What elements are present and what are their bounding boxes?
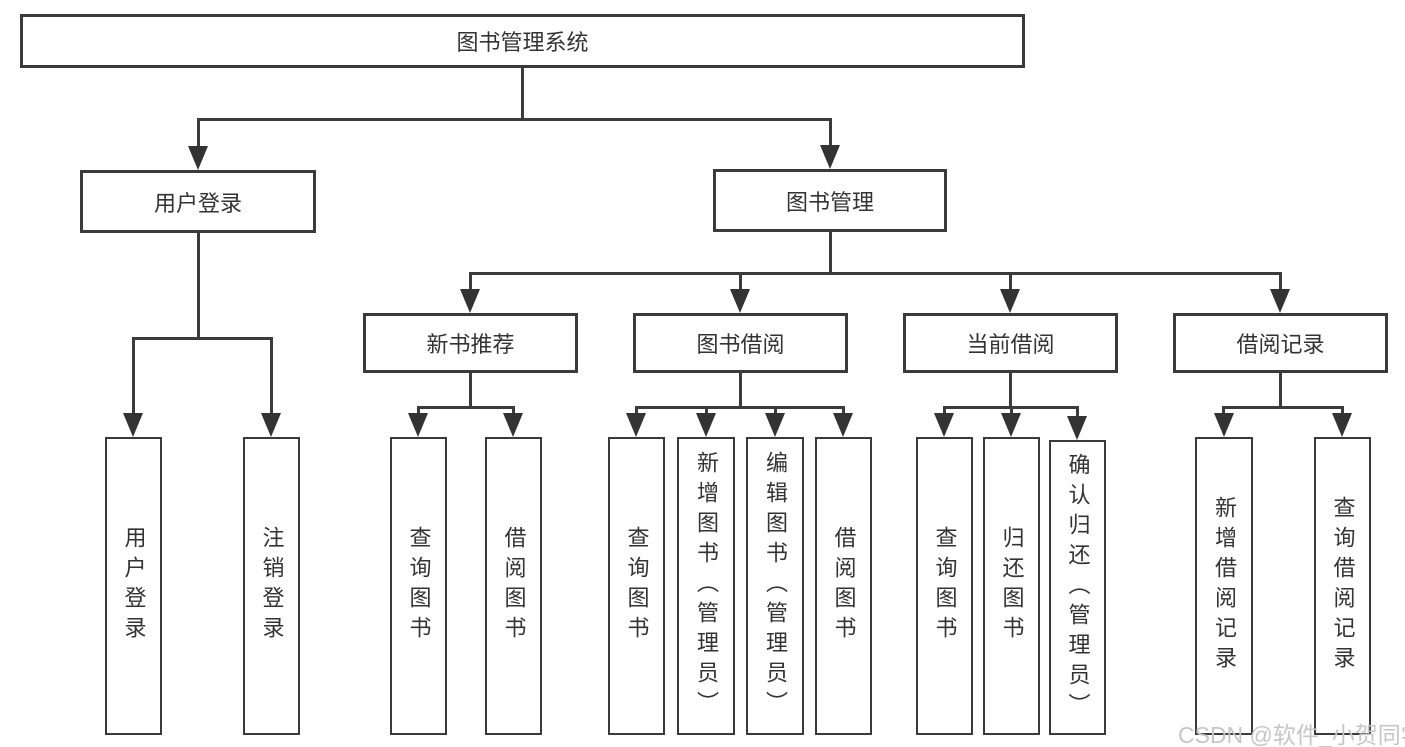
connector-line (197, 118, 832, 121)
leaf-currentborrow-return-label: 归还图书 (999, 526, 1025, 646)
connector-line (469, 272, 472, 289)
connector-line (197, 118, 200, 146)
leaf-records-query-label: 查询借阅记录 (1330, 496, 1356, 676)
leaf-currentborrow-query-label: 查询图书 (932, 526, 958, 646)
leaf-logout-label: 注销登录 (259, 526, 285, 646)
connector-line (829, 232, 832, 272)
connector-line (739, 272, 742, 289)
node-borrow-records-label: 借阅记录 (1236, 332, 1325, 357)
csdn-watermark: CSDN @软件_小贺同学 (1178, 722, 1405, 747)
node-root: 图书管理系统 (20, 14, 1025, 68)
node-book-mgmt-label: 图书管理 (785, 189, 874, 215)
connector-line (774, 406, 777, 413)
node-book-mgmt: 图书管理 (713, 169, 947, 232)
leaf-records-add: 新增借阅记录 (1195, 437, 1253, 735)
connector-line (197, 233, 200, 337)
leaf-newbooks-query: 查询图书 (390, 437, 447, 735)
leaf-bookborrow-query-label: 查询图书 (624, 526, 650, 646)
connector-line (635, 406, 638, 413)
arrow-down-icon (1067, 416, 1087, 440)
arrow-down-icon (730, 289, 750, 313)
arrow-down-icon (833, 413, 853, 437)
node-root-label: 图书管理系统 (456, 30, 589, 55)
connector-line (635, 406, 845, 409)
leaf-user-login: 用户登录 (105, 437, 162, 735)
connector-line (739, 373, 742, 406)
arrow-down-icon (696, 413, 716, 437)
arrow-down-icon (626, 413, 646, 437)
arrow-down-icon (1001, 413, 1021, 437)
arrow-down-icon (460, 289, 480, 313)
arrow-down-icon (1332, 413, 1352, 437)
node-borrow-records: 借阅记录 (1173, 313, 1388, 373)
leaf-currentborrow-confirm: 确认归还（管理员） (1049, 440, 1106, 735)
leaf-records-add-label: 新增借阅记录 (1212, 496, 1237, 676)
connector-line (1222, 406, 1225, 413)
arrow-down-icon (261, 413, 281, 437)
arrow-down-icon (1214, 413, 1234, 437)
arrow-down-icon (408, 413, 428, 437)
node-current-borrow-label: 当前借阅 (966, 332, 1055, 357)
leaf-user-login-label: 用户登录 (121, 526, 147, 646)
arrow-down-icon (503, 413, 523, 437)
connector-line (1009, 373, 1012, 406)
connector-line (842, 406, 845, 413)
leaf-currentborrow-query: 查询图书 (916, 437, 973, 735)
connector-line (417, 406, 420, 413)
arrow-down-icon (123, 413, 143, 437)
node-current-borrow: 当前借阅 (903, 313, 1118, 373)
connector-line (829, 118, 832, 146)
connector-line (1341, 406, 1344, 413)
connector-line (1279, 373, 1282, 406)
leaf-bookborrow-query: 查询图书 (608, 437, 665, 735)
arrow-down-icon (820, 145, 840, 169)
arrow-down-icon (188, 146, 208, 170)
connector-line (1076, 406, 1079, 416)
connector-line (270, 337, 273, 413)
arrow-down-icon (765, 413, 785, 437)
leaf-newbooks-query-label: 查询图书 (406, 526, 432, 646)
node-user-login: 用户登录 (80, 170, 316, 233)
leaf-bookborrow-borrow-label: 借阅图书 (831, 526, 857, 646)
leaf-bookborrow-borrow: 借阅图书 (815, 437, 872, 735)
connector-line (521, 68, 524, 118)
node-user-login-label: 用户登录 (153, 190, 242, 216)
connector-line (417, 406, 515, 409)
connector-line (1010, 406, 1013, 413)
leaf-bookborrow-edit: 编辑图书（管理员） (746, 437, 804, 735)
leaf-newbooks-borrow-label: 借阅图书 (501, 526, 527, 646)
leaf-bookborrow-add-label: 新增图书（管理员） (694, 451, 719, 721)
connector-line (705, 406, 708, 413)
connector-line (943, 406, 946, 413)
leaf-newbooks-borrow: 借阅图书 (485, 437, 542, 735)
leaf-logout: 注销登录 (243, 437, 300, 735)
node-new-books: 新书推荐 (363, 313, 578, 373)
connector-line (469, 272, 1282, 275)
connector-line (132, 337, 135, 413)
node-book-borrow: 图书借阅 (633, 313, 848, 373)
connector-line (1009, 272, 1012, 289)
arrow-down-icon (934, 413, 954, 437)
node-book-borrow-label: 图书借阅 (696, 332, 785, 357)
connector-line (1279, 272, 1282, 289)
node-new-books-label: 新书推荐 (426, 332, 515, 357)
leaf-currentborrow-return: 归还图书 (983, 437, 1040, 735)
leaf-records-query: 查询借阅记录 (1314, 437, 1371, 735)
leaf-currentborrow-confirm-label: 确认归还（管理员） (1065, 452, 1091, 723)
arrow-down-icon (1270, 289, 1290, 313)
connector-line (132, 337, 273, 340)
arrow-down-icon (1000, 289, 1020, 313)
connector-line (469, 373, 472, 406)
connector-line (512, 406, 515, 413)
connector-line (1222, 406, 1344, 409)
leaf-bookborrow-add: 新增图书（管理员） (677, 437, 735, 735)
leaf-bookborrow-edit-label: 编辑图书（管理员） (763, 451, 788, 721)
